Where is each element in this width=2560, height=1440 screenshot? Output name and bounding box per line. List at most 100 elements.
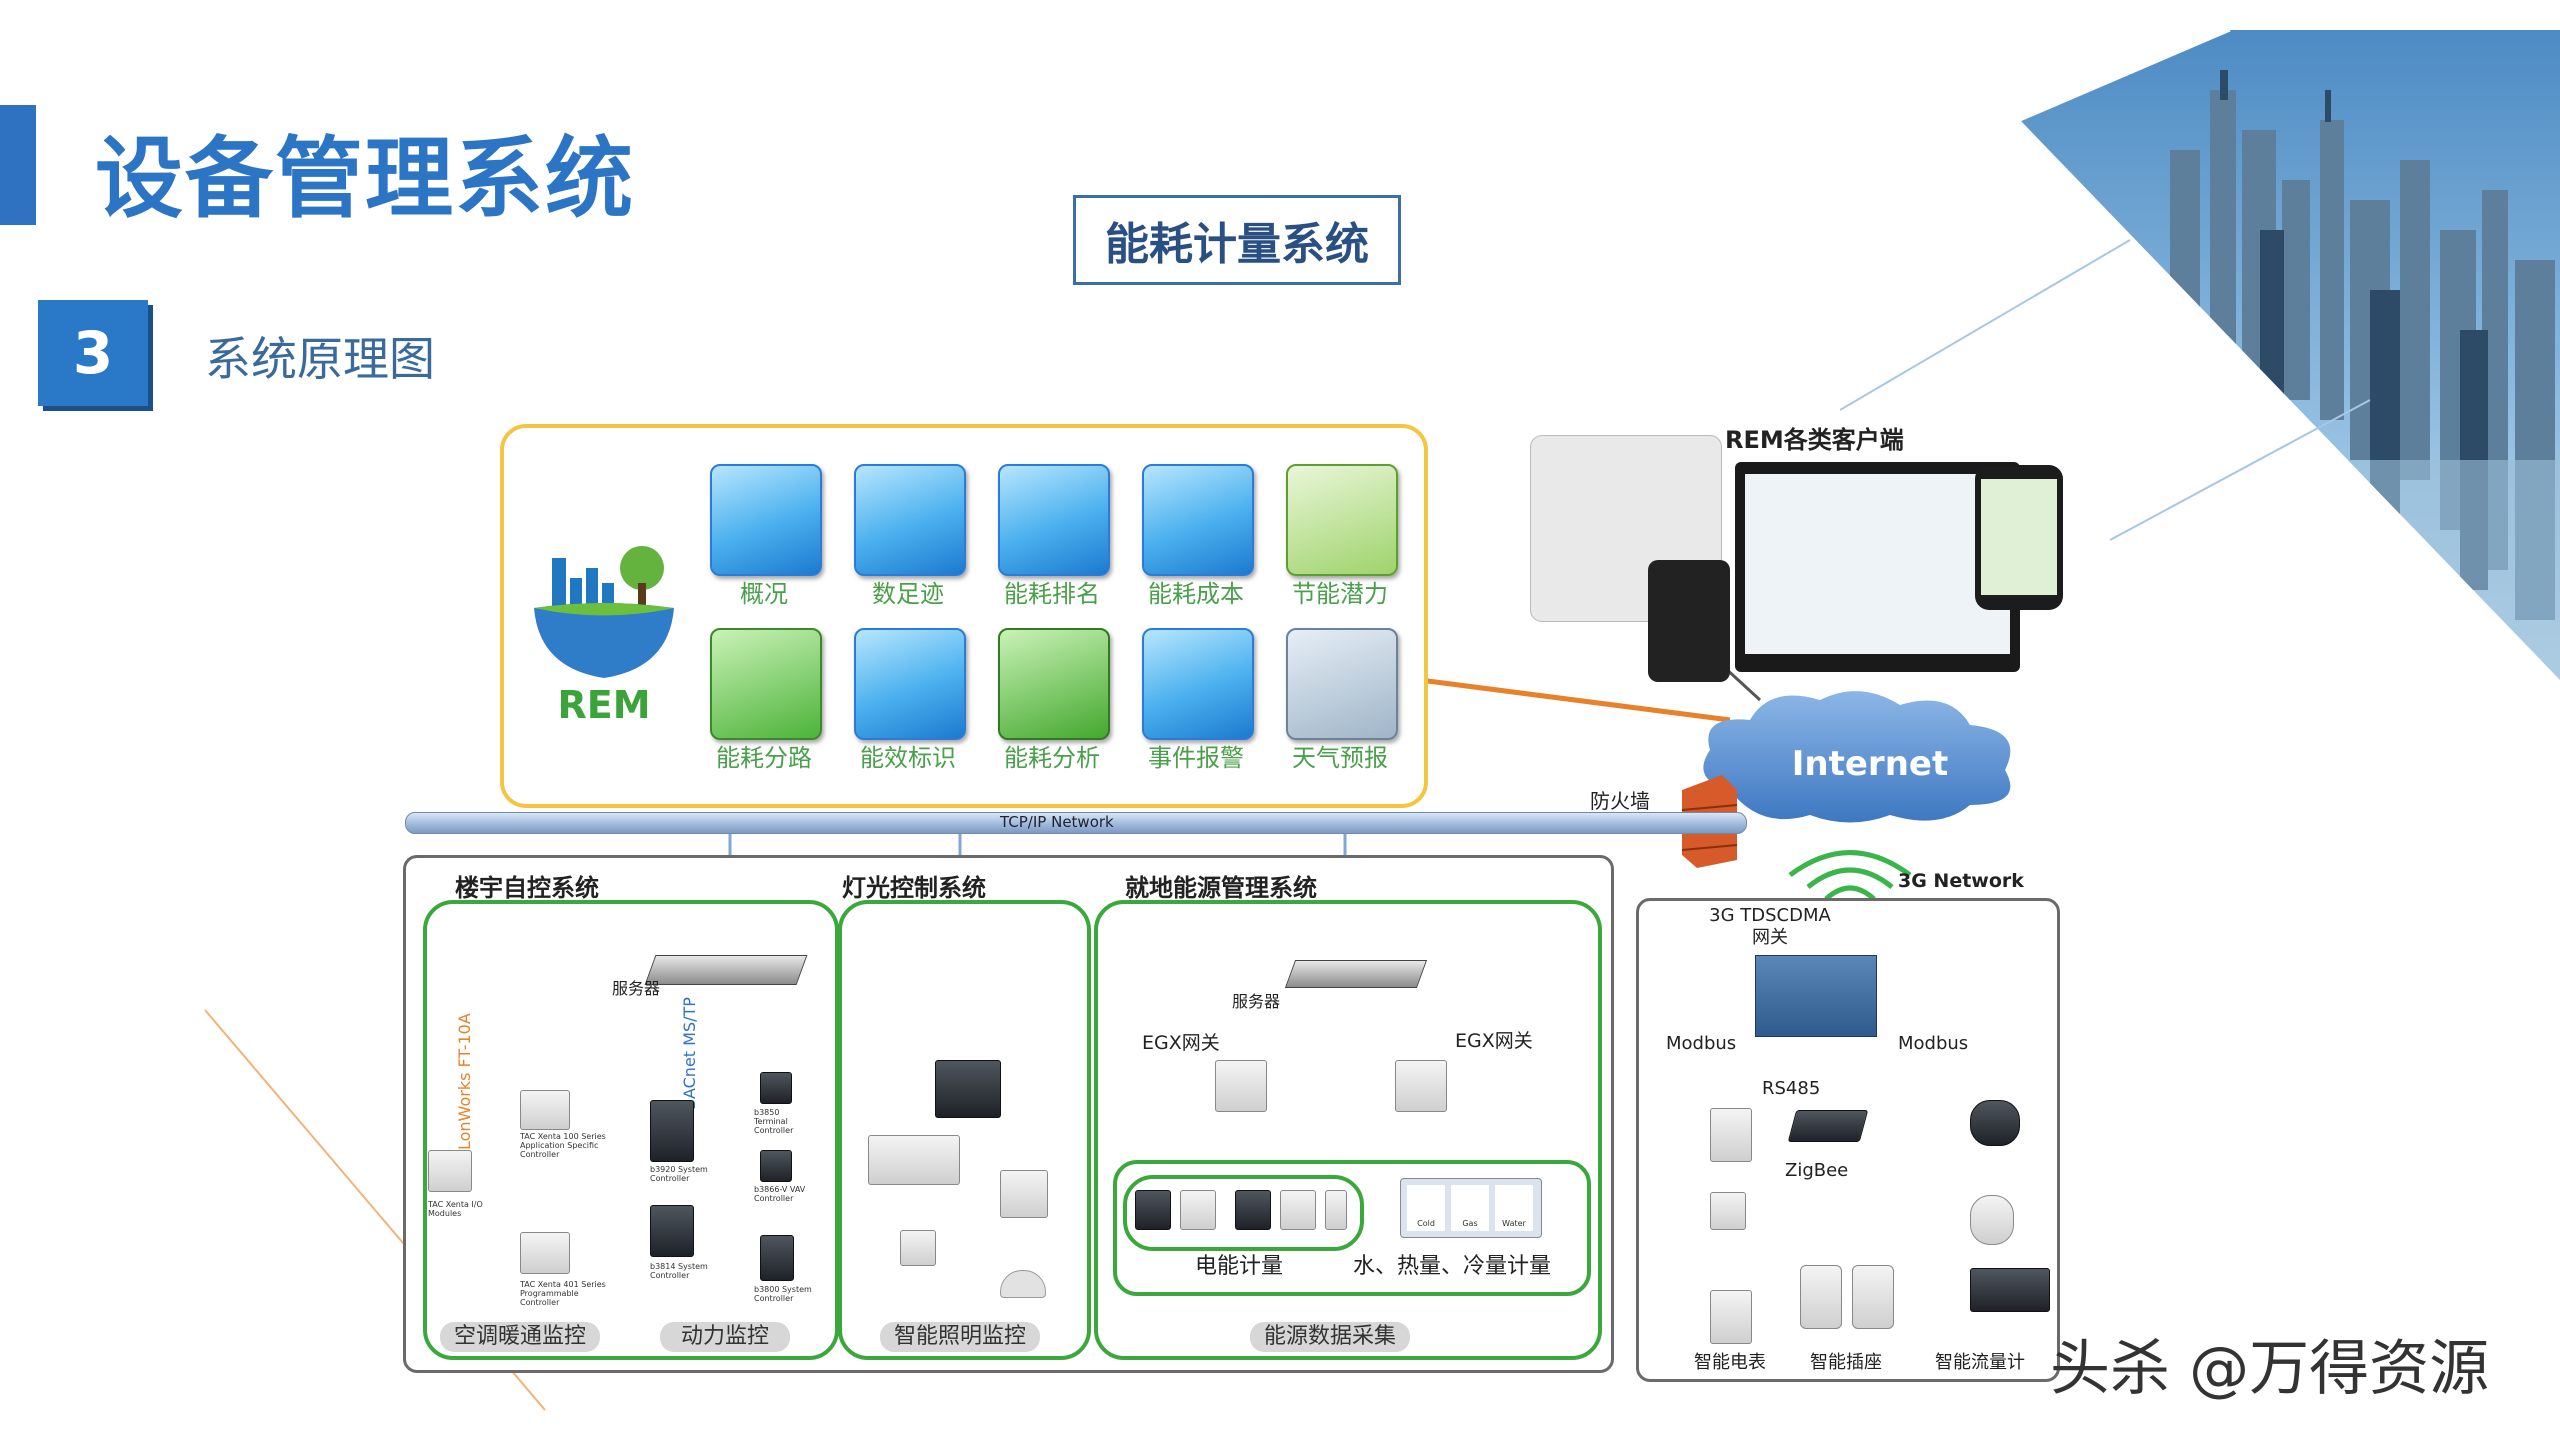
power-meters-group: [1123, 1175, 1364, 1251]
rem-globe-logo: REM: [534, 546, 674, 727]
firewall-label: 防火墙: [1590, 789, 1650, 813]
smart-socket-2: [1852, 1265, 1894, 1329]
flow-meter-2: [1970, 1195, 2014, 1245]
decor-lines: [1840, 239, 2371, 541]
smart-socket-1: [1800, 1265, 1842, 1329]
lighting-module-device: [868, 1135, 960, 1185]
section-number-badge: 3: [38, 300, 148, 406]
xenta-io-label: TAC Xenta I/O Modules: [428, 1200, 483, 1218]
power-label: 动力监控: [660, 1322, 790, 1352]
b3850-label: b3850 Terminal Controller: [754, 1108, 794, 1135]
building-server-icon: [644, 955, 808, 985]
power-meter-3: [1235, 1190, 1271, 1230]
power-meter-5: [1325, 1190, 1347, 1230]
b3920-device: [650, 1100, 694, 1162]
module-label-8: 事件报警: [1148, 744, 1244, 772]
watermark-text: 头杀 @万得资源: [2050, 1334, 2490, 1404]
3g-gateway-device: [1755, 955, 1877, 1037]
smart-meter-2: [1710, 1192, 1746, 1230]
smart-meter-label: 智能电表: [1694, 1352, 1766, 1373]
section-title: 系统原理图: [205, 332, 435, 386]
title-accent-bar: [0, 105, 36, 225]
xenta401-label: TAC Xenta 401 Series Programmable Contro…: [520, 1280, 606, 1307]
tcpip-network-bar: [405, 812, 1747, 834]
subtitle-box: 能耗计量系统: [1073, 195, 1401, 285]
slide-title: 设备管理系统: [95, 127, 636, 230]
module-label-2: 能耗排名: [1004, 580, 1100, 608]
xenta401-device: [520, 1232, 570, 1274]
b3866-label: b3866-V VAV Controller: [754, 1185, 806, 1203]
flow-meter-label: 智能流量计: [1935, 1352, 2025, 1373]
rem-software-panel: REM 概况 数足迹 能耗排名 能耗成本 节能潜力 能耗分路 能效标识 能耗分析…: [500, 424, 1428, 808]
flow-meter-1: [1970, 1100, 2020, 1146]
meter-label: 电能计量: [1195, 1254, 1284, 1279]
module-label-6: 能效标识: [860, 744, 956, 772]
lighting-controller-device: [935, 1060, 1001, 1118]
b3920-label: b3920 System Controller: [650, 1165, 708, 1183]
egx-right-label: EGX网关: [1455, 1030, 1533, 1052]
badge-gas: Gas: [1451, 1185, 1489, 1231]
b3800-label: b3800 System Controller: [754, 1285, 812, 1303]
zigbee-label: ZigBee: [1785, 1160, 1849, 1181]
rs485-label: RS485: [1762, 1078, 1821, 1099]
module-label-5: 能耗分路: [716, 744, 812, 772]
lonworks-label: LonWorks FT-10A: [455, 1013, 474, 1150]
lighting-label: 智能照明监控: [880, 1322, 1040, 1352]
module-label-0: 概况: [740, 580, 788, 608]
power-meter-4: [1280, 1190, 1316, 1230]
b3866-device: [760, 1150, 792, 1182]
module-potential-icon[interactable]: [1286, 464, 1398, 576]
module-label-4: 节能潜力: [1292, 580, 1388, 608]
energy-collection-label: 能源数据采集: [1250, 1322, 1410, 1352]
clients-label: REM各类客户端: [1725, 426, 1904, 454]
b3814-label: b3814 System Controller: [650, 1262, 708, 1280]
xenta100-device: [520, 1090, 570, 1130]
power-meter-1: [1135, 1190, 1171, 1230]
smart-meter-1: [1710, 1108, 1752, 1162]
module-label-efficiency-icon[interactable]: [854, 628, 966, 740]
building-server-label: 服务器: [612, 979, 661, 998]
badge-cold: Cold: [1407, 1185, 1445, 1231]
lighting-panel-device: [1000, 1170, 1048, 1218]
egx-left-label: EGX网关: [1142, 1032, 1220, 1054]
lighting-control-panel: [838, 900, 1091, 1360]
module-ranking-icon[interactable]: [998, 464, 1110, 576]
power-meter-2: [1180, 1190, 1216, 1230]
wireless-signal-icon: [1788, 850, 1912, 901]
module-breakdown-icon[interactable]: [710, 628, 822, 740]
b3814-device: [650, 1205, 694, 1257]
building-title: 楼宇自控系统: [455, 874, 599, 902]
egx-left-gateway: [1215, 1060, 1267, 1112]
module-label-9: 天气预报: [1292, 744, 1388, 772]
pda-client: [1648, 560, 1730, 682]
internet-cloud: Internet: [1703, 691, 2011, 823]
egx-right-gateway: [1395, 1060, 1447, 1112]
tcpip-label: TCP/IP Network: [1000, 813, 1114, 831]
module-cost-icon[interactable]: [1142, 464, 1254, 576]
local-energy-title: 就地能源管理系统: [1125, 874, 1317, 902]
smart-socket-label: 智能插座: [1810, 1352, 1882, 1373]
modbus-left-label: Modbus: [1666, 1033, 1737, 1054]
module-weather-icon[interactable]: [1286, 628, 1398, 740]
modbus-right-label: Modbus: [1898, 1033, 1969, 1054]
internet-label: Internet: [1792, 744, 1948, 784]
lighting-title: 灯光控制系统: [842, 874, 986, 902]
module-alarm-icon[interactable]: [1142, 628, 1254, 740]
badge-water: Water: [1495, 1185, 1533, 1231]
bacnet-label: BACnet MS/TP: [680, 997, 699, 1110]
phone-client: [1975, 465, 2063, 610]
monitor-client: [1735, 462, 2020, 672]
module-footprint-icon[interactable]: [854, 464, 966, 576]
zigbee-device: [1787, 1110, 1869, 1142]
local-energy-server-icon: [1284, 960, 1428, 988]
lighting-switch-device: [900, 1230, 936, 1266]
b3800-device: [760, 1235, 794, 1281]
gateway-label: 3G TDSCDMA 网关: [1709, 905, 1831, 948]
flow-meter-3: [1970, 1268, 2050, 1312]
xenta100-label: TAC Xenta 100 Series Application Specifi…: [520, 1132, 606, 1159]
utility-meters-group: Cold Gas Water: [1400, 1178, 1542, 1238]
module-label-3: 能耗成本: [1148, 580, 1244, 608]
module-overview-icon[interactable]: [710, 464, 822, 576]
module-analysis-icon[interactable]: [998, 628, 1110, 740]
smart-meter-3: [1710, 1290, 1752, 1344]
